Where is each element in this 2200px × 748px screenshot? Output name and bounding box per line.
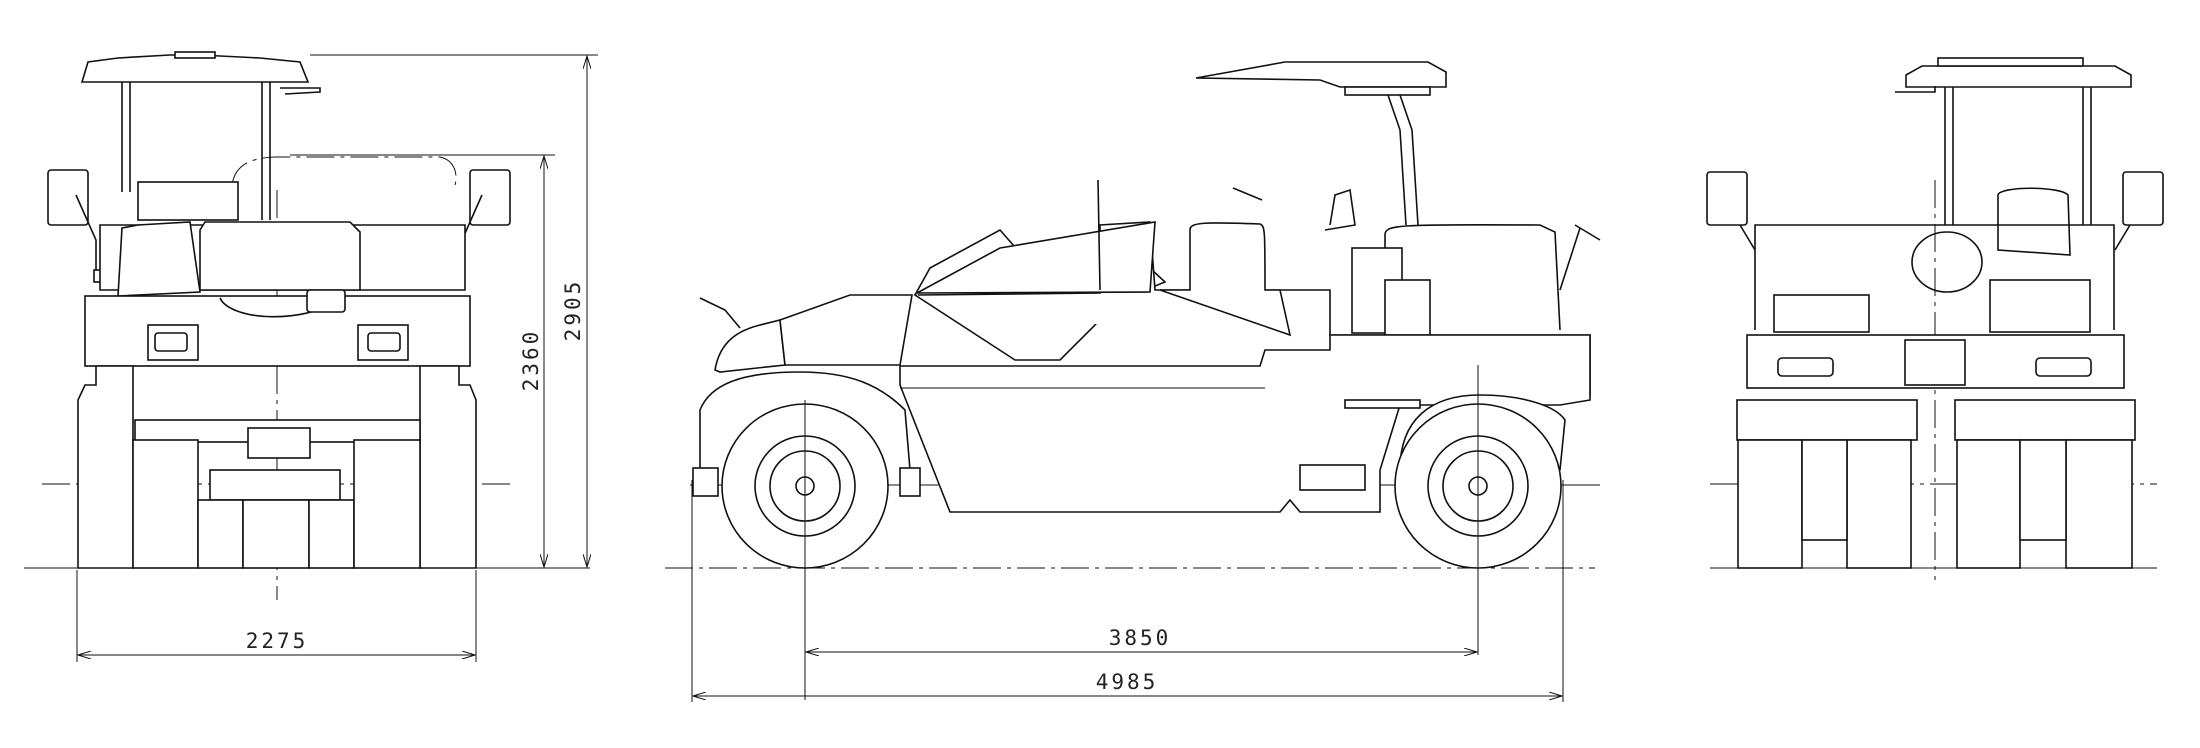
step (1344, 399, 1421, 409)
seat-outline (231, 156, 457, 186)
front-body (84, 295, 471, 367)
front-bumper-bracket (899, 467, 921, 497)
dimension-wheelbase: 3850 (806, 626, 1477, 652)
dimension-label-wheelbase: 3850 (1109, 626, 1172, 650)
left-side-panel (77, 365, 134, 569)
front-view: 2275 2360 2905 (24, 51, 598, 662)
hood (199, 221, 361, 291)
left-wheel-guard (1736, 399, 1918, 441)
steering-wheel (1232, 187, 1263, 201)
dimension-height-overall: 2905 (310, 54, 598, 567)
dimension-height-body: 2360 (290, 154, 555, 567)
tank (1989, 279, 2091, 333)
right-side-panel (419, 365, 477, 569)
dimension-label-width: 2275 (246, 629, 309, 653)
left-tail-light (1777, 357, 1834, 377)
operator-console (117, 221, 201, 297)
hydraulic-unit (1384, 279, 1431, 336)
rear-tires (1737, 439, 2133, 569)
front-axle-beam (209, 469, 341, 501)
front-wheel (721, 400, 889, 700)
operator-seat (1324, 188, 1356, 231)
front-nose (714, 319, 786, 373)
roll-bar-front (1159, 222, 1292, 337)
access-panel (1299, 464, 1366, 491)
battery-box (1773, 294, 1870, 333)
dimension-label-length: 4985 (1096, 670, 1159, 694)
operator-seat (1997, 187, 2071, 256)
right-mirror (2114, 171, 2164, 251)
dimension-label-overall-height: 2905 (561, 279, 585, 342)
side-mirror-post (1097, 179, 1101, 291)
rear-light-arm (1559, 224, 1601, 291)
left-headlight (147, 324, 199, 361)
rear-rail (1754, 224, 2115, 330)
rear-rail (1384, 223, 1561, 335)
canopy (1195, 61, 1447, 226)
license-plate (1904, 339, 1966, 386)
front-tires (132, 439, 421, 569)
front-light-arm (699, 297, 741, 329)
dashboard (137, 181, 239, 221)
side-view: 3850 4985 (665, 61, 1601, 702)
dimension-width: 2275 (76, 570, 477, 662)
front-bumper-bracket (692, 467, 719, 497)
axle-bracket (247, 427, 311, 459)
rear-wheel (1394, 365, 1562, 655)
dimension-length: 4985 (691, 480, 1564, 702)
left-mirror (1706, 171, 1756, 251)
canopy (1895, 57, 2132, 225)
left-mirror (47, 169, 109, 283)
front-bonnet (779, 294, 913, 366)
right-wheel-guard (1954, 399, 2136, 441)
dimension-label-body-height: 2360 (519, 329, 543, 392)
tow-hook (306, 289, 346, 313)
canopy (80, 51, 321, 220)
engine-cover (916, 221, 1156, 294)
rear-view (1706, 57, 2164, 580)
right-tail-light (2035, 357, 2092, 377)
right-headlight (357, 324, 409, 361)
steering-wheel (1911, 231, 1983, 293)
